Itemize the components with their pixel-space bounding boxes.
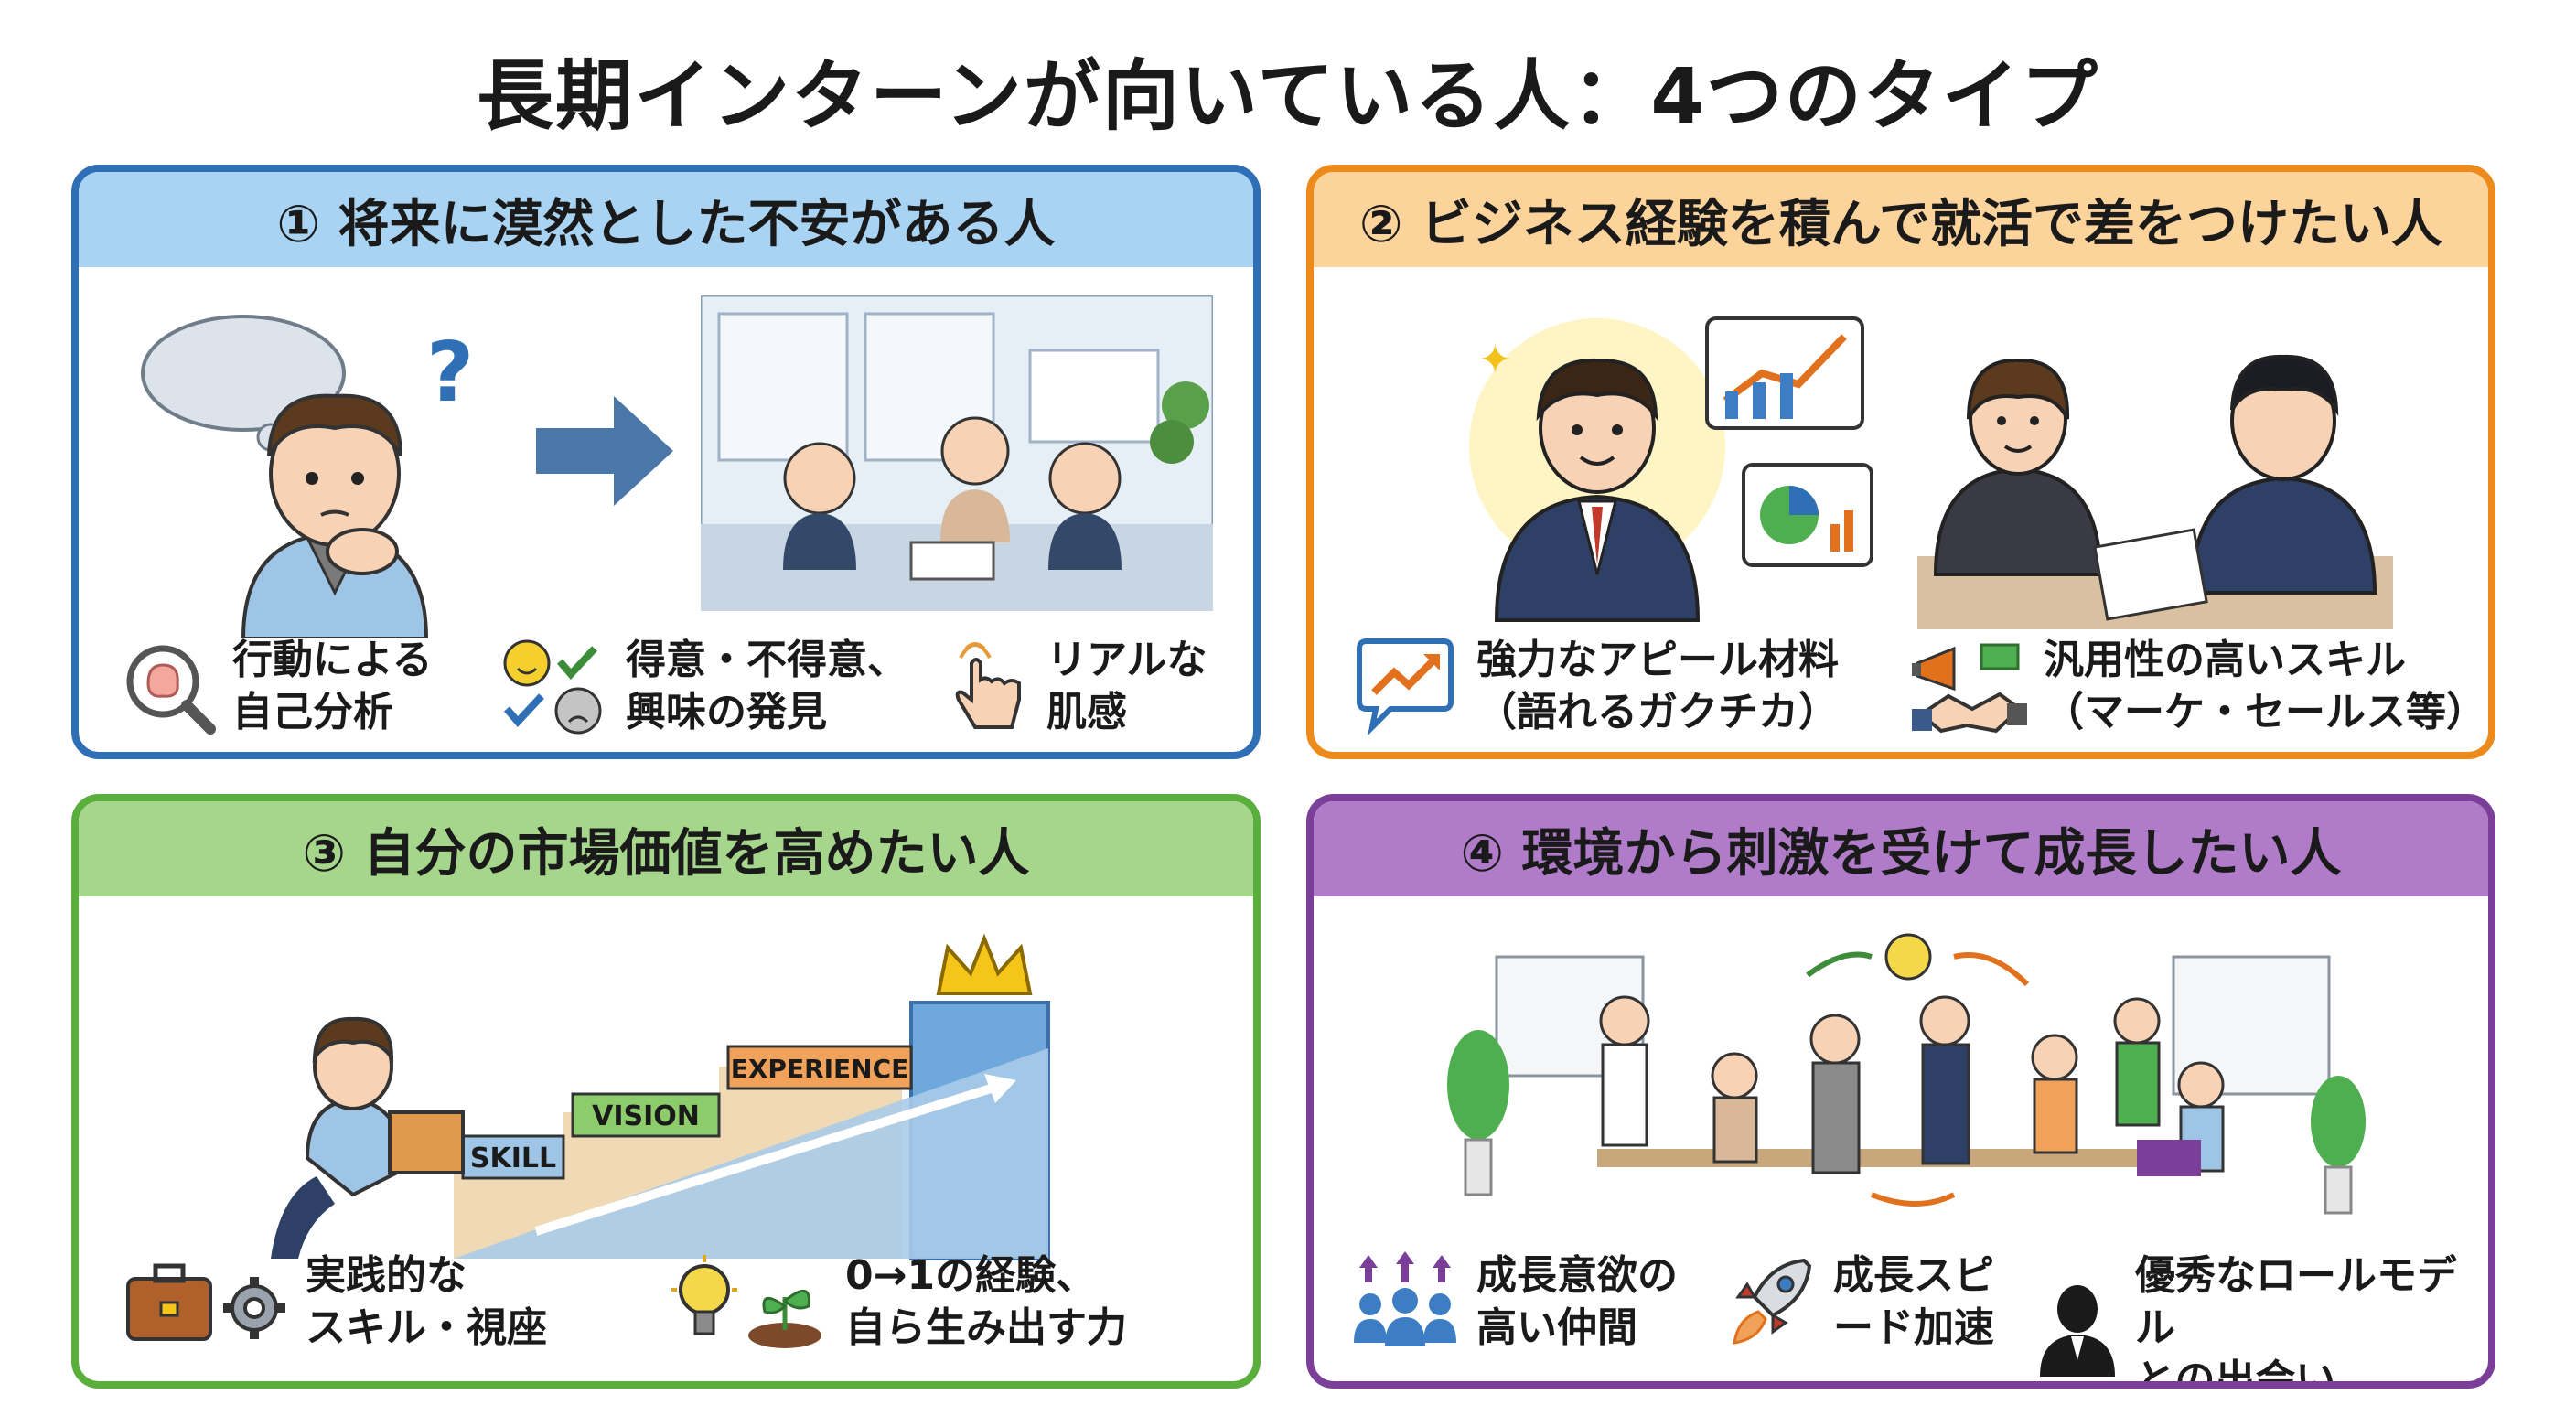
feature-label: 強力なアピール材料 （語れるガクチカ） — [1476, 637, 1839, 736]
meeting-two-people-illustration — [1917, 354, 2393, 629]
feature-appeal-material: 強力なアピール材料 （語れるガクチカ） — [1350, 634, 1839, 738]
panel-heading: ④ 環境から刺激を受けて成長したい人 — [1314, 801, 2488, 896]
chart-bubble-icon — [1357, 638, 1454, 736]
panel-business-experience: ② ビジネス経験を積んで就活で差をつけたい人 ✦ ✦ — [1306, 165, 2496, 759]
feature-label: 汎用性の高いスキル （マーケ・セールス等） — [2044, 637, 2486, 736]
panel-heading: ② ビジネス経験を積んで就活で差をつけたい人 — [1314, 172, 2488, 267]
lightbulb-sprout-icon — [671, 1255, 821, 1349]
feature-motivated-peers: 成長意欲の 高い仲間 — [1350, 1249, 1678, 1354]
panel-heading: ① 将来に漠然とした不安がある人 — [79, 172, 1253, 267]
svg-text:✦: ✦ — [1478, 337, 1512, 383]
feature-real-feel: リアルな 肌感 — [948, 634, 1208, 738]
thinking-student-illustration: ? — [141, 315, 474, 638]
feature-practical-skills: 実践的な スキル・視座 — [124, 1249, 547, 1354]
feature-growth-speed: 成長スピ ード加速 — [1725, 1249, 1994, 1354]
panel-market-value: ③ 自分の市場価値を高めたい人 SKILL VISION EXPERIENCE — [71, 794, 1261, 1389]
feature-label: 0→1の経験、 自ら生み出す力 — [845, 1252, 1127, 1352]
people-arrows-icon — [1354, 1251, 1456, 1347]
step-label-vision: VISION — [592, 1100, 700, 1132]
collaborative-office-illustration — [1447, 933, 2366, 1215]
svg-text:?: ? — [426, 325, 474, 421]
panel-growth-environment: ④ 環境から刺激を受けて成長したい人 — [1306, 794, 2496, 1389]
feature-label: 優秀なロールモデル との出会い — [2135, 1252, 2457, 1389]
feature-discover-strengths: 得意・不得意、 興味の発見 — [499, 634, 907, 738]
feature-role-models: 優秀なロールモデル との出会い — [2036, 1249, 2488, 1389]
office-team-illustration — [701, 295, 1213, 611]
feature-versatile-skills: 汎用性の高いスキル （マーケ・セールス等） — [1908, 634, 2486, 738]
briefcase-gear-icon — [126, 1263, 285, 1342]
feature-label: 成長スピ ード加速 — [1833, 1252, 1994, 1352]
step-label-experience: EXPERIENCE — [731, 1054, 909, 1084]
feature-label: 得意・不得意、 興味の発見 — [626, 637, 907, 736]
panel-anxious-future: ① 将来に漠然とした不安がある人 ? — [71, 165, 1261, 759]
arrow-right-icon — [536, 396, 673, 506]
feature-self-analysis: 行動による 自己分析 — [115, 634, 433, 738]
person-silhouette-icon — [2040, 1284, 2115, 1377]
feature-label: 実践的な スキル・視座 — [306, 1252, 547, 1352]
feature-label: 行動による 自己分析 — [232, 637, 433, 736]
feature-zero-to-one: 0→1の経験、 自ら生み出す力 — [664, 1249, 1127, 1354]
brain-magnifier-icon — [126, 645, 216, 735]
panel-heading: ③ 自分の市場価値を高めたい人 — [79, 801, 1253, 896]
step-label-skill: SKILL — [470, 1142, 556, 1174]
smile-frown-check-icon — [503, 639, 602, 735]
presenting-businessman-illustration: ✦ ✦ — [1469, 316, 1873, 622]
page-title: 長期インターンが向いている人：4つのタイプ — [477, 51, 2099, 141]
feature-label: リアルな 肌感 — [1046, 637, 1208, 736]
crown-icon — [936, 933, 1033, 995]
tap-hand-icon — [955, 642, 1021, 730]
rocket-icon — [1733, 1259, 1812, 1345]
feature-label: 成長意欲の 高い仲間 — [1476, 1252, 1678, 1352]
handshake-megaphone-icon — [1912, 643, 2027, 734]
career-staircase-illustration: SKILL VISION EXPERIENCE — [271, 933, 1050, 1260]
